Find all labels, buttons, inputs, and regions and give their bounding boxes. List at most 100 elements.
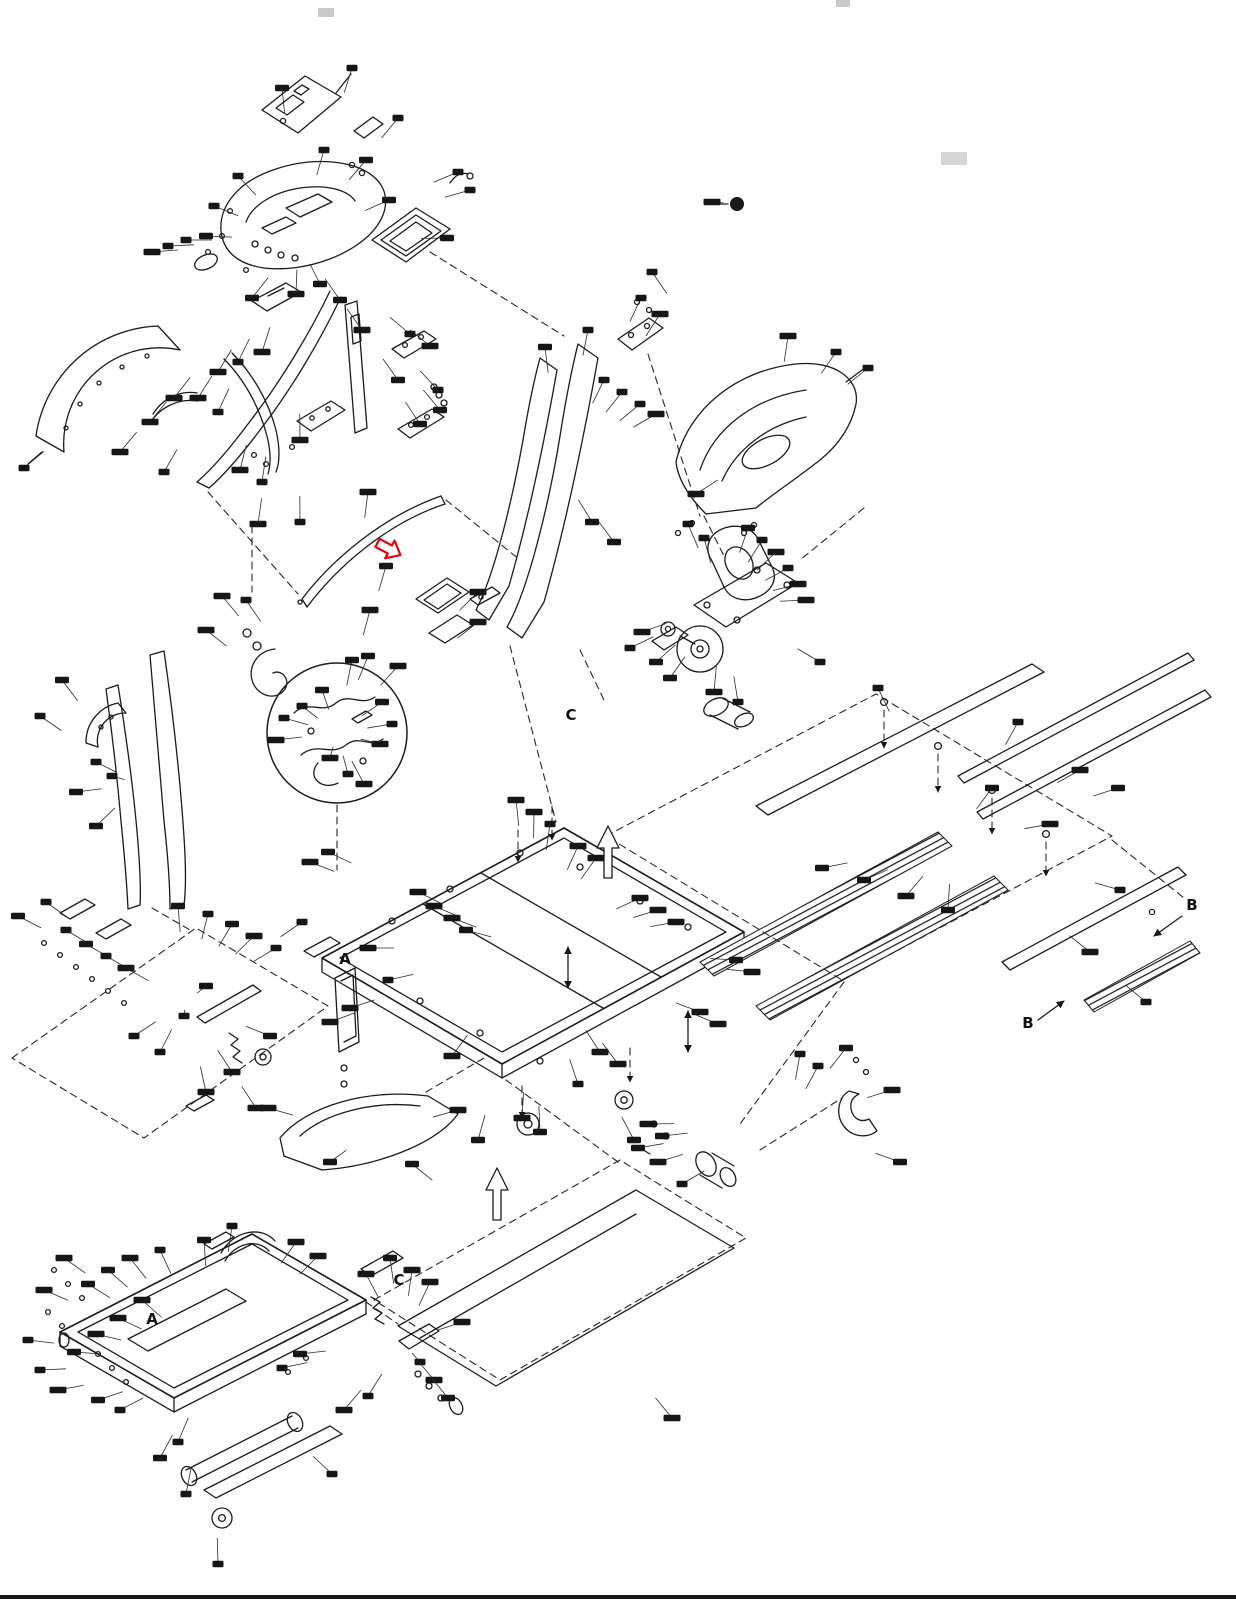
- part-label: [197, 1236, 211, 1244]
- part-label: [383, 1254, 397, 1262]
- section-letter-C: C: [393, 1271, 404, 1289]
- label-leader-line: [324, 278, 341, 301]
- knob-part: [730, 197, 744, 211]
- label-leader-line: [217, 349, 232, 373]
- part-label: [291, 436, 309, 444]
- side-rails-right: [699, 652, 1212, 1021]
- part-label: [789, 580, 807, 588]
- label-leader-line: [669, 656, 686, 679]
- label-leader-line: [378, 565, 387, 592]
- label-leader-line: [201, 913, 209, 940]
- console-assembly: [194, 73, 474, 312]
- part-label: [301, 858, 319, 866]
- motor-pan: [279, 1093, 459, 1171]
- left-upright-rails: [85, 650, 187, 910]
- section-letter-A: A: [339, 950, 351, 968]
- part-label: [55, 676, 69, 684]
- label-leader-line: [149, 401, 167, 423]
- part-label: [212, 408, 224, 416]
- part-label: [386, 720, 398, 728]
- label-leader-line: [221, 595, 240, 617]
- part-label: [101, 1266, 115, 1274]
- part-label: [87, 1330, 105, 1338]
- part-label: [405, 1160, 419, 1168]
- part-label: [165, 394, 183, 402]
- part-label: [507, 796, 525, 804]
- part-label: [743, 968, 761, 976]
- up-arrow-icon: [596, 825, 620, 879]
- part-label: [91, 1396, 105, 1404]
- label-leader-line: [545, 823, 551, 850]
- base-frame-assembly: [44, 1231, 367, 1529]
- part-label: [379, 562, 393, 570]
- part-label: [732, 698, 744, 706]
- label-leader-line: [203, 1239, 207, 1266]
- label-leader-line: [580, 857, 597, 880]
- part-label: [178, 1012, 190, 1020]
- part-label: [263, 1032, 277, 1040]
- label-leader-line: [217, 388, 230, 413]
- crossbar-tube: [297, 495, 501, 644]
- part-label: [143, 248, 161, 256]
- label-leader-line: [877, 687, 890, 712]
- label-leader-line: [159, 1434, 173, 1459]
- part-label: [313, 280, 327, 288]
- label-leader-line: [197, 375, 213, 399]
- part-label: [309, 1252, 327, 1260]
- part-label: [333, 296, 347, 304]
- label-leader-line: [544, 346, 549, 373]
- part-label: [213, 592, 231, 600]
- part-label: [572, 1080, 584, 1088]
- part-label: [469, 618, 487, 626]
- label-leader-line: [280, 1241, 297, 1264]
- label-leader-line: [129, 1257, 147, 1279]
- section-letter-B: B: [1022, 1014, 1033, 1032]
- label-leader-line: [592, 379, 605, 404]
- part-label: [857, 876, 871, 884]
- label-leader-line: [655, 1397, 673, 1419]
- label-leader-line: [381, 117, 399, 139]
- part-label: [209, 368, 227, 376]
- part-label: [1114, 886, 1126, 894]
- part-label: [883, 1086, 901, 1094]
- part-label: [459, 926, 473, 934]
- part-label: [639, 1120, 657, 1128]
- part-label: [172, 1438, 184, 1446]
- label-leader-line: [431, 1377, 449, 1399]
- label-leader-line: [380, 665, 399, 686]
- part-label: [893, 1158, 907, 1166]
- part-label: [687, 490, 705, 498]
- label-leader-line: [976, 787, 993, 810]
- part-label: [1012, 718, 1024, 726]
- part-label: [199, 982, 213, 990]
- wiring-detail-circle: [242, 628, 408, 804]
- part-label: [634, 400, 646, 408]
- label-leader-line: [687, 523, 699, 549]
- part-label: [392, 114, 404, 122]
- part-label: [180, 1490, 192, 1498]
- part-label: [1041, 820, 1059, 828]
- part-label: [55, 1254, 73, 1262]
- part-label: [270, 944, 282, 952]
- upright-assembly: [344, 298, 664, 639]
- part-label: [624, 644, 636, 652]
- up-arrow-icon: [485, 1167, 509, 1221]
- label-leader-line: [795, 1053, 801, 1080]
- scan-artifact: [318, 8, 334, 17]
- label-leader-line: [408, 1269, 413, 1296]
- part-label: [371, 740, 389, 748]
- part-label: [676, 1180, 688, 1188]
- part-label: [278, 714, 290, 722]
- highlight-arrow-icon: [374, 537, 402, 560]
- label-leader-line: [605, 391, 623, 413]
- part-label: [287, 1238, 305, 1246]
- part-label: [779, 332, 797, 340]
- part-label: [533, 1128, 547, 1136]
- part-label: [197, 626, 215, 634]
- part-label: [245, 294, 259, 302]
- part-label: [413, 420, 427, 428]
- part-label: [293, 1350, 307, 1358]
- part-label: [646, 268, 658, 276]
- label-leader-line: [367, 1373, 383, 1397]
